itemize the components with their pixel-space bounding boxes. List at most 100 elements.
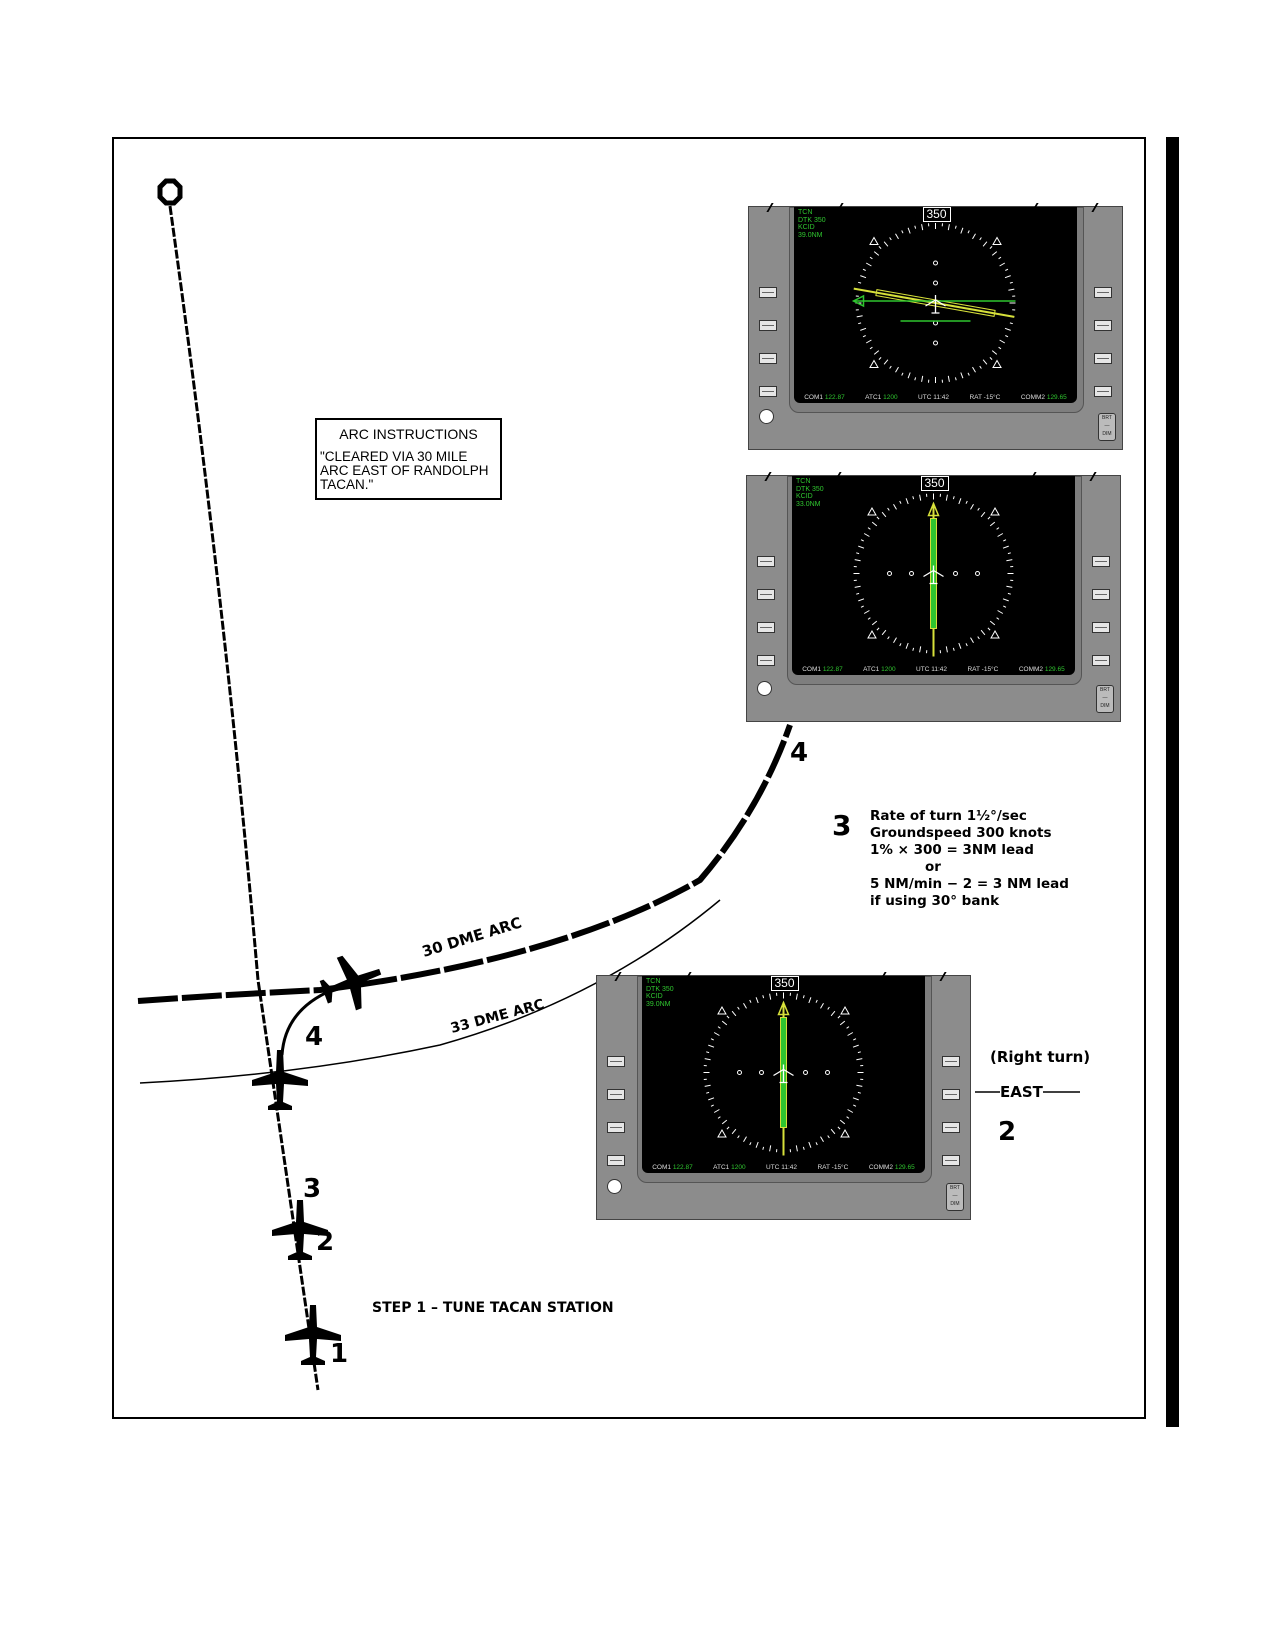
- position-4-label-right: 4: [790, 738, 808, 768]
- right-softkey-2[interactable]: [942, 1089, 960, 1100]
- deviation-dot: [825, 1070, 830, 1075]
- course-arrow-icon: [927, 501, 940, 517]
- left-softkey-3[interactable]: [757, 622, 775, 633]
- right-softkey-4[interactable]: [942, 1155, 960, 1166]
- atc1-status: ATC1 1200: [863, 666, 896, 673]
- right-softkey-3[interactable]: [1094, 353, 1112, 364]
- left-softkey-2[interactable]: [757, 589, 775, 600]
- right-softkey-4[interactable]: [1094, 386, 1112, 397]
- deviation-dot: [933, 260, 938, 266]
- arc-33-dme: [139, 899, 721, 1084]
- position-3-label: 3: [303, 1174, 321, 1204]
- com1-status: COM1 122.87: [804, 394, 845, 401]
- right-softkey-1[interactable]: [942, 1056, 960, 1067]
- utc-status: UTC 11:42: [766, 1164, 797, 1171]
- comm2-status: COMM2 129.65: [1020, 394, 1067, 401]
- left-softkey-2[interactable]: [759, 320, 777, 331]
- position-2-right-label: 2: [998, 1117, 1016, 1147]
- nav-info-block: TCN DTK 350 KCID 39.0NM: [798, 209, 826, 239]
- distance: 33.0NM: [796, 500, 821, 508]
- step3-line-2: Groundspeed 300 knots: [870, 825, 1052, 841]
- rat-status: RAT -15°C: [817, 1164, 849, 1171]
- com1-status: COM1 122.87: [802, 666, 843, 673]
- east-label: EAST: [1000, 1083, 1044, 1101]
- arc-33-label: 33 DME ARC: [449, 996, 546, 1036]
- step3-line-1: Rate of turn 1½°/sec: [870, 808, 1027, 824]
- course-line: [853, 287, 1015, 318]
- mfd-display-bottom: TCN DTK 350 KCID 39.0NM 350 COM1 122.87 …: [596, 972, 971, 1220]
- left-softkey-1[interactable]: [607, 1056, 625, 1067]
- step1-label: STEP 1 – TUNE TACAN STATION: [372, 1300, 614, 1316]
- ownship-icon: [923, 565, 944, 585]
- right-softkey-3[interactable]: [1092, 622, 1110, 633]
- right-softkey-1[interactable]: [1094, 287, 1112, 298]
- tacan-station-icon: [157, 178, 183, 206]
- power-knob[interactable]: [607, 1179, 622, 1194]
- heading-readout: 350: [922, 207, 951, 222]
- heading-readout: 350: [920, 476, 949, 491]
- right-softkey-3[interactable]: [942, 1122, 960, 1133]
- atc1-status: ATC1 1200: [713, 1164, 746, 1171]
- nav-source: TCN: [646, 978, 661, 985]
- mfd-display-top: TCN DTK 350 KCID 39.0NM 350 COM1 122.87 …: [748, 203, 1123, 450]
- mfd-screen: TCN DTK 350 KCID 39.0NM 350 COM1 122.87 …: [642, 976, 925, 1173]
- mfd-screen: TCN DTK 350 KCID 33.0NM 350 COM1 122.87 …: [792, 476, 1075, 675]
- aircraft-icon-1: [285, 1305, 341, 1365]
- right-softkey-2[interactable]: [1092, 589, 1110, 600]
- arc-30-dme: [137, 724, 793, 1004]
- left-softkey-1[interactable]: [757, 556, 775, 567]
- right-softkey-1[interactable]: [1092, 556, 1110, 567]
- com1-status: COM1 122.87: [652, 1164, 693, 1171]
- left-softkey-3[interactable]: [607, 1122, 625, 1133]
- step3-line-6: if using 30° bank: [870, 893, 1000, 909]
- desired-track: DTK 350: [798, 216, 826, 224]
- deviation-dot: [933, 340, 938, 346]
- utc-status: UTC 11:42: [918, 394, 949, 401]
- waypoint-id: KCID: [798, 224, 815, 231]
- rat-status: RAT -15°C: [967, 666, 999, 673]
- bearing-marker-icon: [990, 506, 1000, 516]
- status-bar: COM1 122.87 ATC1 1200 UTC 11:42 RAT -15°…: [792, 666, 1075, 673]
- desired-track: DTK 350: [796, 485, 824, 493]
- deviation-dot: [953, 571, 958, 576]
- bearing-marker-icon: [990, 630, 1000, 639]
- change-bar: [1166, 137, 1179, 1427]
- distance: 39.0NM: [798, 231, 823, 239]
- bearing-marker-icon: [717, 1129, 727, 1138]
- utc-status: UTC 11:42: [916, 666, 947, 673]
- bearing-arrow-icon: [851, 294, 865, 308]
- nav-info-block: TCN DTK 350 KCID 39.0NM: [646, 978, 674, 1008]
- position-1-label: 1: [330, 1339, 348, 1369]
- left-softkey-4[interactable]: [607, 1155, 625, 1166]
- deviation-dot: [759, 1070, 764, 1075]
- step3-line-3: 1% × 300 = 3NM lead: [870, 842, 1034, 858]
- left-softkey-1[interactable]: [759, 287, 777, 298]
- bearing-marker-icon: [992, 359, 1002, 369]
- status-bar: COM1 122.87 ATC1 1200 UTC 11:42 RAT -15°…: [642, 1164, 925, 1171]
- step3-number: 3: [832, 809, 851, 842]
- deviation-dot: [737, 1070, 742, 1075]
- step3-line-5: 5 NM/min − 2 = 3 NM lead: [870, 876, 1069, 892]
- left-softkey-3[interactable]: [759, 353, 777, 364]
- rat-status: RAT -15°C: [969, 394, 1001, 401]
- arc-instructions-title: ARC INSTRUCTIONS: [339, 426, 478, 442]
- deviation-dot: [803, 1070, 808, 1075]
- left-softkey-2[interactable]: [607, 1089, 625, 1100]
- status-bar: COM1 122.87 ATC1 1200 UTC 11:42 RAT -15°…: [794, 394, 1077, 401]
- turn-path: [280, 988, 333, 1056]
- power-knob[interactable]: [759, 409, 774, 424]
- ownship-icon: [925, 295, 946, 314]
- compass-ticks: [853, 493, 1014, 654]
- nav-info-block: TCN DTK 350 KCID 33.0NM: [796, 478, 824, 508]
- power-knob[interactable]: [757, 681, 772, 696]
- left-softkey-4[interactable]: [759, 386, 777, 397]
- compass-rose: [853, 481, 1014, 657]
- brightness-rocker[interactable]: BRT—DIM: [1098, 413, 1116, 441]
- right-softkey-2[interactable]: [1094, 320, 1112, 331]
- left-softkey-4[interactable]: [757, 655, 775, 666]
- comm2-status: COMM2 129.65: [868, 1164, 915, 1171]
- brightness-rocker[interactable]: BRT—DIM: [946, 1183, 964, 1211]
- right-softkey-4[interactable]: [1092, 655, 1110, 666]
- mfd-display-middle: TCN DTK 350 KCID 33.0NM 350 COM1 122.87 …: [746, 472, 1121, 722]
- brightness-rocker[interactable]: BRT—DIM: [1096, 685, 1114, 713]
